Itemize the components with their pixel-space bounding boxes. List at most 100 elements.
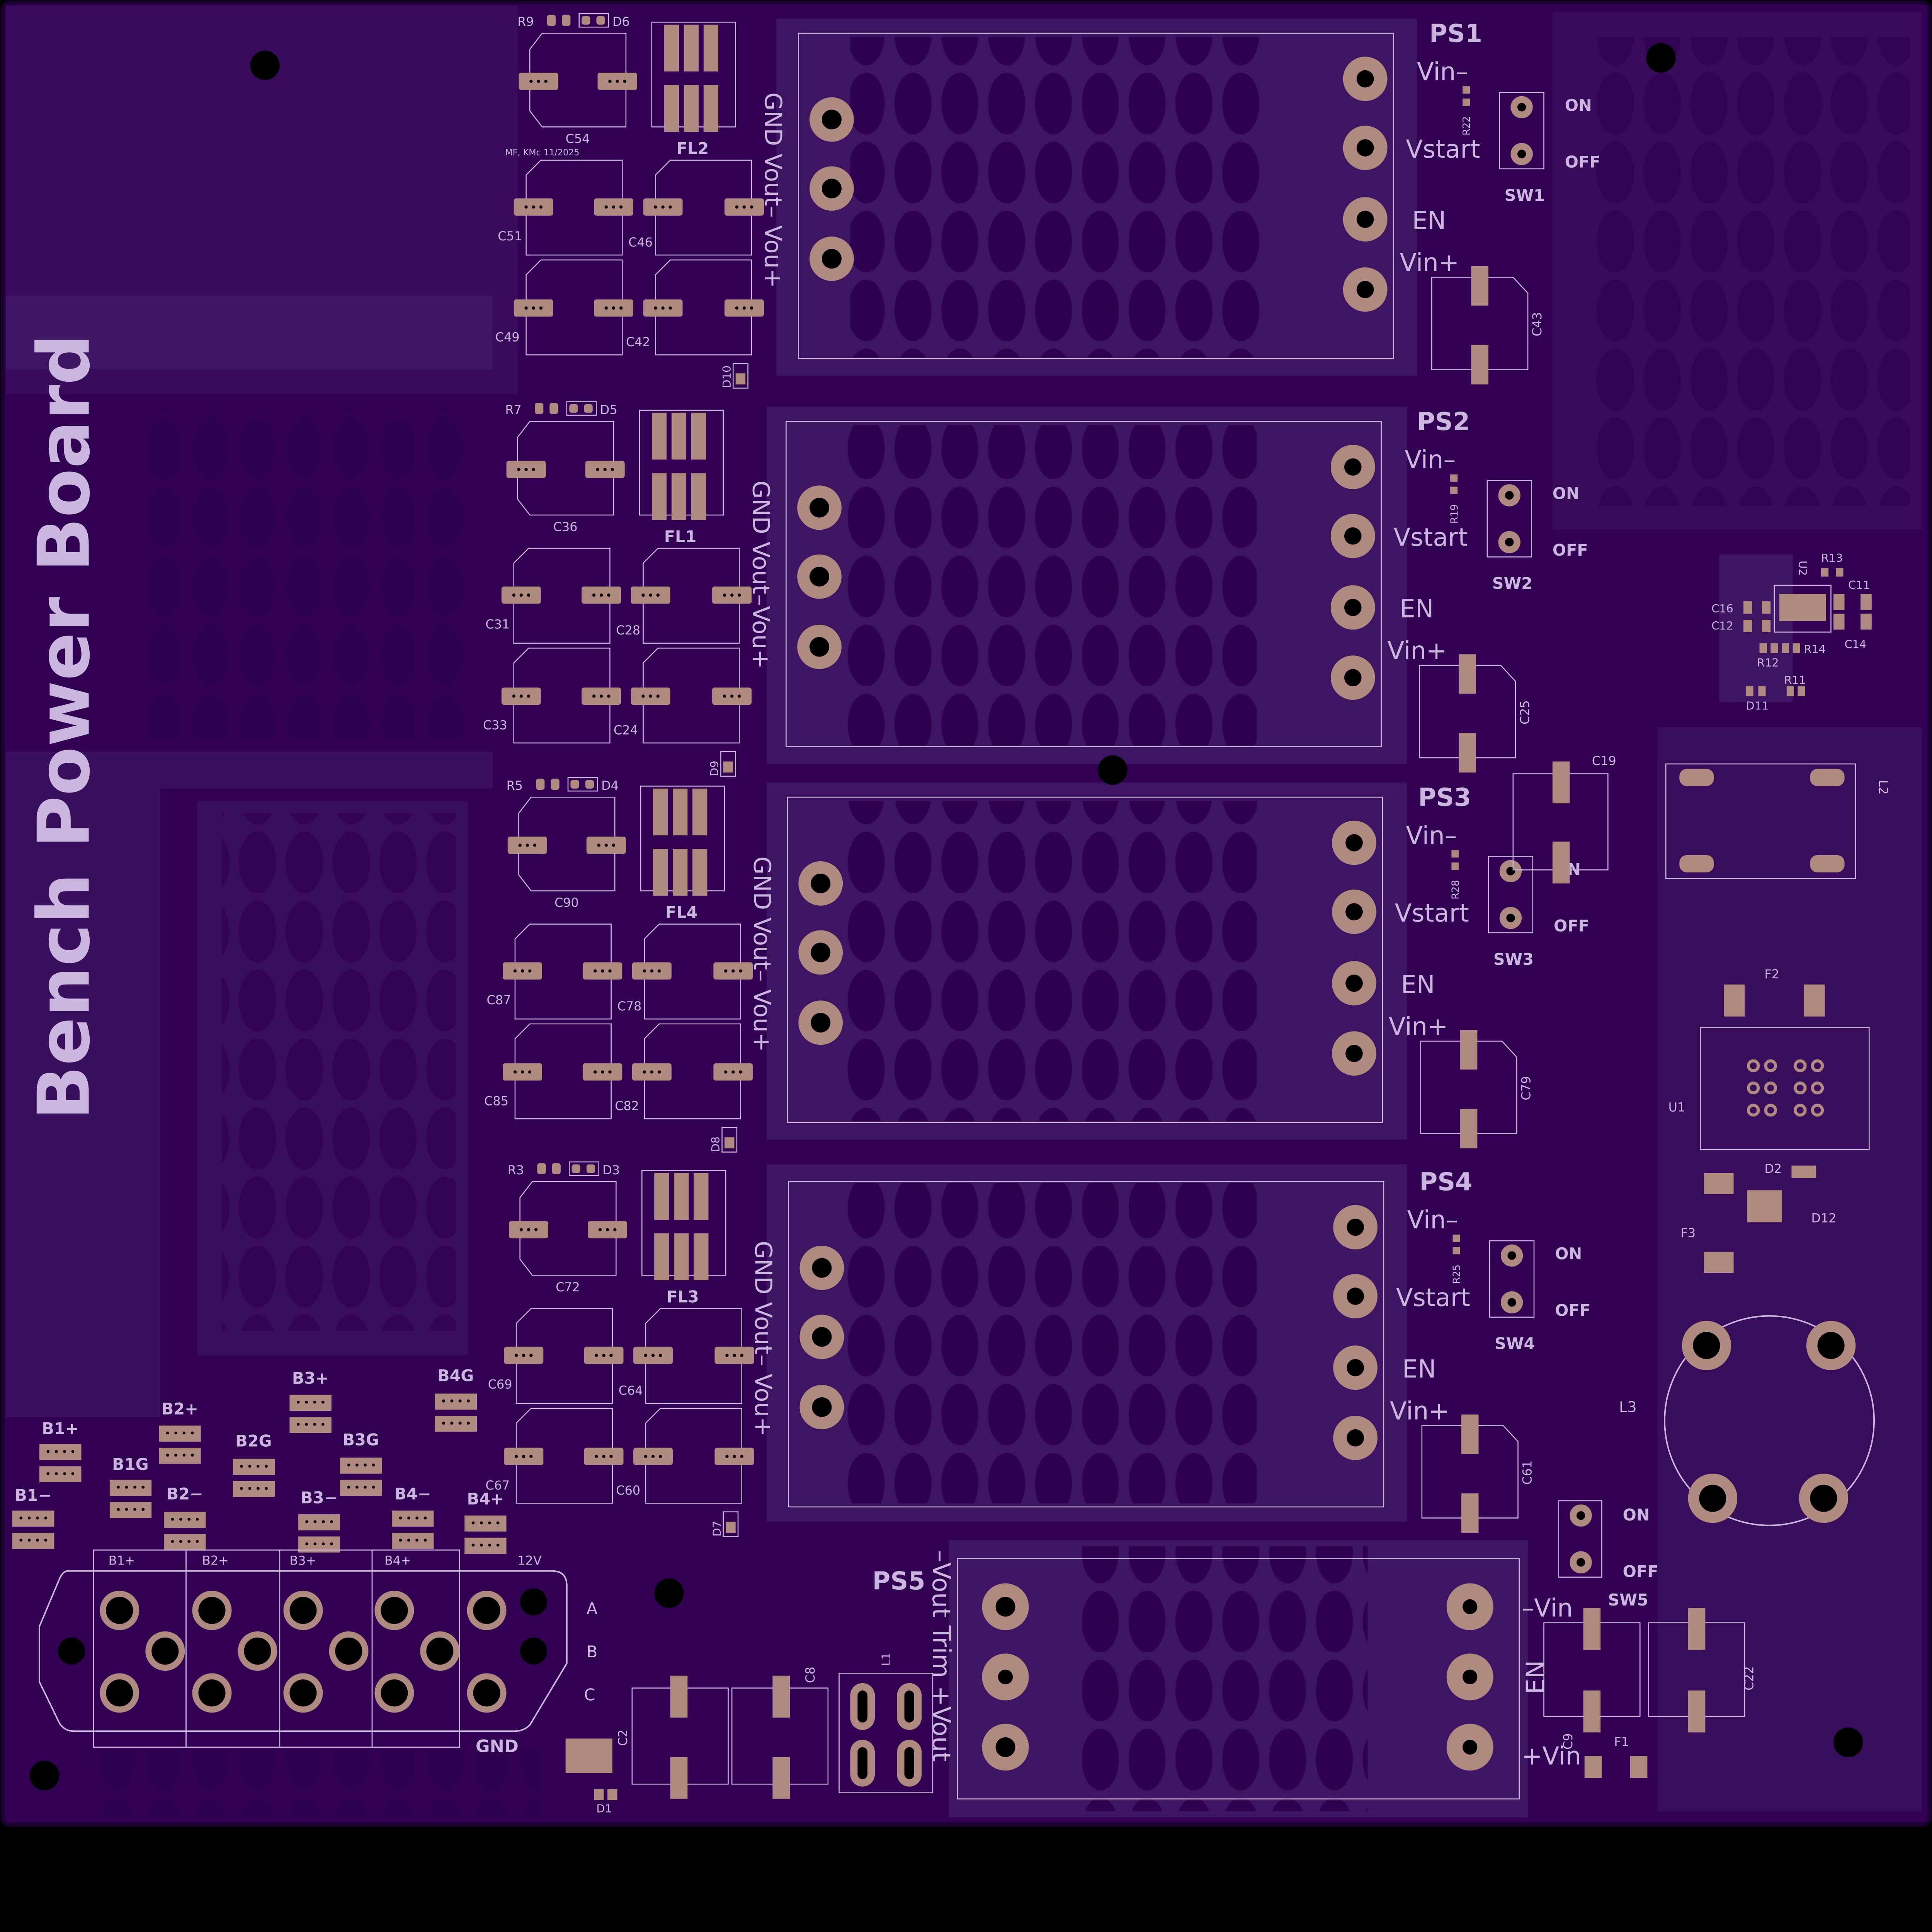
sw5-on-label: ON — [1623, 1506, 1650, 1524]
filter-label: FL4 — [665, 903, 698, 922]
battery-header-label: B4+ — [467, 1490, 504, 1508]
pin-label-en: EN — [1412, 207, 1446, 235]
pin-label-vstart: Vstart — [1394, 524, 1468, 552]
switch-on-label: ON — [1555, 1245, 1582, 1263]
battery-header[interactable]: B4+ — [464, 1490, 507, 1554]
battery-header[interactable]: B3− — [298, 1488, 340, 1553]
bulk-cap-label: C90 — [554, 895, 579, 910]
cap-label: C87 — [487, 993, 511, 1007]
switch-off-label: OFF — [1554, 917, 1589, 935]
switch-on-label: ON — [1565, 96, 1592, 115]
f3-label: F3 — [1680, 1226, 1696, 1240]
cap-label: C60 — [616, 1483, 640, 1498]
resistor-label: R9 — [517, 14, 534, 29]
battery-header[interactable]: B2G — [233, 1432, 275, 1497]
c22-label: C22 — [1742, 1666, 1757, 1690]
ps5-label: PS5 — [872, 1567, 925, 1596]
led-label: D3 — [602, 1163, 620, 1177]
c19-label: C19 — [1592, 753, 1616, 768]
input-cap-label: C61 — [1520, 1461, 1535, 1485]
battery-header-label: B2G — [235, 1432, 272, 1451]
board-title: Bench Power Board — [22, 334, 106, 1120]
c11-label: C11 — [1848, 578, 1870, 592]
battery-header[interactable]: B2− — [164, 1485, 206, 1550]
battery-header[interactable]: B1+ — [39, 1420, 82, 1483]
output-pins-label: GND Vout– Vou+ — [750, 1241, 777, 1437]
module-switch[interactable] — [1499, 92, 1544, 170]
filter-label: FL1 — [664, 527, 697, 546]
battery-header-label: B1G — [112, 1455, 148, 1474]
switch-sw5[interactable] — [1558, 1500, 1602, 1578]
credit-text: MF, KMc 11/2025 — [505, 148, 579, 158]
l1-label: L1 — [879, 1653, 892, 1666]
cap-label: C64 — [619, 1383, 643, 1398]
module-switch[interactable] — [1486, 480, 1532, 558]
battery-header[interactable]: B1G — [109, 1455, 152, 1518]
connector-col-b4plus: B4+ — [384, 1553, 411, 1568]
pin-label-vstart: Vstart — [1395, 899, 1469, 928]
cap-label: C31 — [485, 617, 510, 631]
battery-header-label: B1+ — [42, 1420, 78, 1438]
c16-label: C16 — [1711, 602, 1733, 615]
switch-off-label: OFF — [1565, 153, 1600, 172]
resistor-label: R3 — [508, 1163, 524, 1177]
connector-row-c: C — [584, 1686, 595, 1704]
trim-resistor-label: R19 — [1449, 504, 1460, 524]
connector-row-a: A — [587, 1599, 597, 1618]
battery-header-label: B4− — [394, 1485, 431, 1503]
module-switch[interactable] — [1489, 1240, 1535, 1318]
module-label: PS3 — [1418, 783, 1471, 812]
diode-label: D8 — [709, 1136, 722, 1152]
copper-pour — [6, 6, 1922, 1818]
bulk-cap-label: C54 — [566, 131, 590, 146]
battery-header-label: B2− — [166, 1485, 203, 1503]
pin-label-vin-plus: Vin+ — [1390, 1397, 1449, 1425]
battery-header[interactable]: B4− — [392, 1485, 434, 1549]
led-label: D4 — [601, 778, 619, 793]
u1-label: U1 — [1668, 1100, 1685, 1114]
l3-label: L3 — [1619, 1398, 1637, 1416]
battery-header[interactable]: B2+ — [159, 1400, 201, 1464]
cap-label: C46 — [628, 235, 653, 250]
pin-label-vin-plus: Vin+ — [1388, 637, 1447, 665]
pin-label-vin-plus: Vin+ — [1400, 249, 1459, 277]
output-connector[interactable]: B1+ B2+ B3+ B4+ 12V A B C GND — [39, 1549, 597, 1756]
cap-label: C78 — [617, 999, 642, 1014]
c8-label: C8 — [803, 1667, 818, 1683]
cap-label: C69 — [488, 1377, 512, 1392]
diode-label: D7 — [710, 1521, 723, 1536]
battery-header[interactable]: B4G — [435, 1367, 477, 1432]
battery-header[interactable]: B1− — [12, 1486, 54, 1549]
pin-label-en: EN — [1401, 971, 1435, 999]
ps5-vin-plus-label: +Vin — [1522, 1742, 1581, 1770]
battery-header[interactable]: B3G — [340, 1430, 382, 1496]
cap-label: C67 — [485, 1478, 510, 1493]
c2-label: C2 — [616, 1730, 630, 1746]
r13-label: R13 — [1821, 551, 1843, 565]
output-pins-label: GND Vout– Vou+ — [748, 856, 776, 1052]
r11-label: R11 — [1784, 673, 1806, 687]
input-cap-label: C43 — [1530, 312, 1544, 337]
battery-header-label: B3− — [301, 1488, 337, 1507]
sw5-off-label: OFF — [1623, 1563, 1658, 1581]
pin-label-vin-plus: Vin+ — [1389, 1013, 1448, 1041]
pin-label-vstart: Vstart — [1396, 1284, 1470, 1312]
switch-off-label: OFF — [1553, 541, 1588, 560]
battery-header[interactable]: B3+ — [289, 1369, 332, 1433]
battery-header-label: B3G — [342, 1430, 379, 1449]
cap-label: C33 — [483, 718, 507, 733]
sw5-label: SW5 — [1608, 1591, 1648, 1609]
f2-label: F2 — [1764, 967, 1779, 981]
pin-label-en: EN — [1400, 595, 1434, 624]
led-label: D5 — [600, 402, 617, 417]
filter-label: FL3 — [667, 1288, 699, 1306]
trim-resistor-label: R28 — [1450, 880, 1462, 900]
output-pins-label: GND Vout– Vou+ — [759, 92, 786, 288]
c12-label: C12 — [1711, 619, 1733, 632]
module-label: PS2 — [1417, 408, 1470, 436]
led-label: D6 — [612, 14, 630, 29]
battery-header-label: B4G — [437, 1367, 474, 1385]
